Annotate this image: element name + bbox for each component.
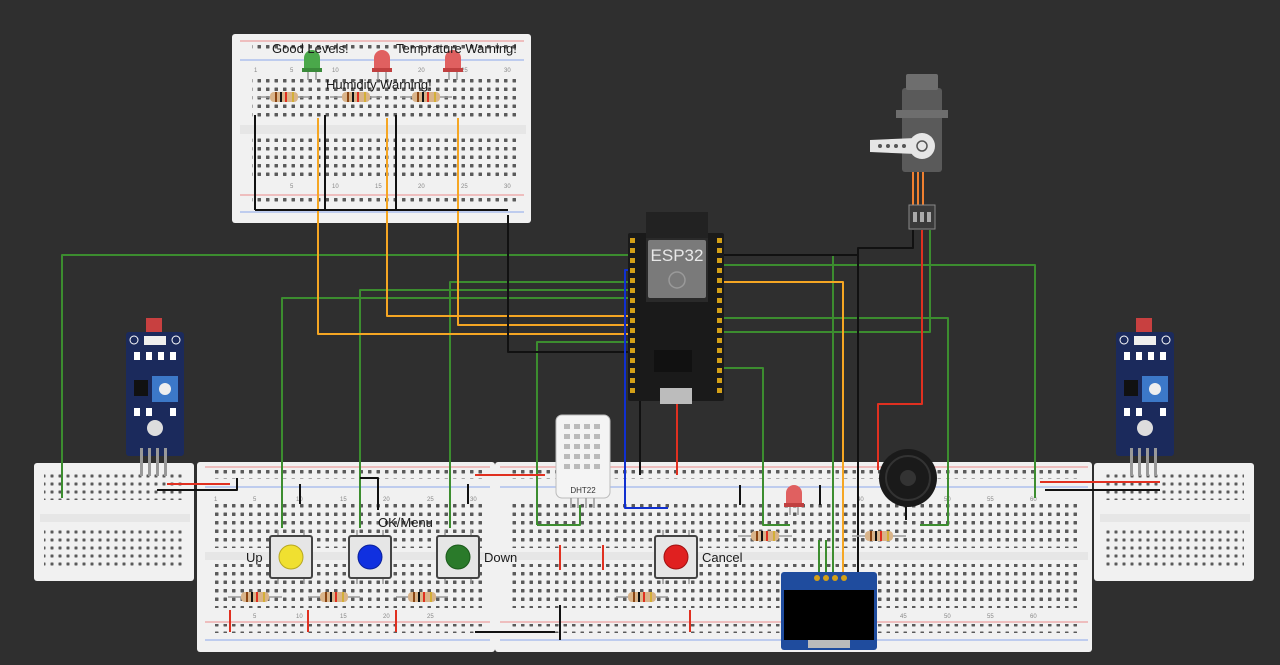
dht22-sensor[interactable]: DHT22 bbox=[555, 414, 611, 508]
oled-display[interactable] bbox=[781, 572, 877, 650]
bb-num: 20 bbox=[383, 497, 390, 503]
bb-num: 15 bbox=[340, 497, 347, 503]
wire-green[interactable] bbox=[537, 505, 581, 526]
button-down[interactable] bbox=[436, 530, 480, 584]
bb-num: 30 bbox=[504, 184, 511, 190]
breadboard-left bbox=[34, 463, 194, 581]
resistor[interactable] bbox=[308, 592, 360, 602]
bb-num: 25 bbox=[461, 68, 468, 74]
resistor[interactable] bbox=[258, 92, 310, 102]
bb-num: 20 bbox=[383, 614, 390, 620]
wire-green[interactable] bbox=[449, 281, 635, 528]
wire-green[interactable] bbox=[718, 264, 1036, 498]
bb-num: 15 bbox=[375, 184, 382, 190]
bb-num: 5 bbox=[253, 497, 257, 503]
resistor[interactable] bbox=[400, 92, 452, 102]
bb-num: 10 bbox=[332, 184, 339, 190]
bb-num: 10 bbox=[332, 68, 339, 74]
wire-green[interactable] bbox=[718, 230, 931, 333]
bb-num: 25 bbox=[427, 497, 434, 503]
wire-orange[interactable] bbox=[386, 118, 635, 317]
wire-green[interactable] bbox=[61, 254, 635, 498]
wire-green[interactable] bbox=[359, 289, 635, 528]
bb-num: 55 bbox=[987, 614, 994, 620]
bb-num: 15 bbox=[340, 614, 347, 620]
resistor[interactable] bbox=[852, 531, 906, 541]
led-red[interactable] bbox=[443, 50, 463, 80]
bb-num: 20 bbox=[418, 68, 425, 74]
esp32-label: ESP32 bbox=[651, 246, 704, 265]
bb-num: 30 bbox=[470, 497, 477, 503]
wire-black[interactable] bbox=[507, 215, 635, 353]
resistor[interactable] bbox=[396, 592, 448, 602]
button-cancel[interactable] bbox=[654, 530, 698, 584]
bb-num: 5 bbox=[253, 614, 257, 620]
ldr-sensor-module-left[interactable] bbox=[126, 318, 184, 476]
bb-num: 55 bbox=[987, 497, 994, 503]
wire-black[interactable] bbox=[360, 477, 379, 510]
wire-orange[interactable] bbox=[718, 281, 844, 578]
bb-num: 10 bbox=[296, 614, 303, 620]
resistor[interactable] bbox=[228, 592, 282, 602]
bb-num: 30 bbox=[504, 68, 511, 74]
buzzer[interactable] bbox=[879, 449, 937, 507]
label-temperature-warning: Temprature Warning! bbox=[396, 41, 517, 56]
wire-green[interactable] bbox=[536, 341, 635, 525]
resistors bbox=[228, 92, 906, 602]
bb-num: 5 bbox=[290, 184, 294, 190]
resistor[interactable] bbox=[330, 92, 382, 102]
wire-green[interactable] bbox=[718, 367, 790, 526]
label-down: Down bbox=[484, 550, 517, 565]
servo-motor[interactable] bbox=[870, 74, 948, 230]
label-good-levels: Good Levels! bbox=[272, 41, 349, 56]
esp32-board[interactable]: ESP32 bbox=[628, 212, 724, 404]
led-red[interactable] bbox=[372, 50, 392, 80]
breadboard-right bbox=[1094, 463, 1254, 581]
wire-green[interactable] bbox=[718, 317, 949, 526]
wire-orange[interactable] bbox=[457, 118, 635, 326]
led-red[interactable] bbox=[784, 485, 804, 515]
ldr-sensor-module-right[interactable] bbox=[1116, 318, 1174, 476]
bb-num: 25 bbox=[427, 614, 434, 620]
resistor[interactable] bbox=[738, 531, 792, 541]
breadboard-numbers: 1 5 10 15 20 25 30 5 10 15 20 25 30 1 5 … bbox=[214, 68, 1037, 620]
dht22-label: DHT22 bbox=[570, 486, 596, 495]
wire-green[interactable] bbox=[281, 297, 635, 528]
bb-num: 60 bbox=[1030, 497, 1037, 503]
resistor[interactable] bbox=[616, 592, 668, 602]
led-green[interactable] bbox=[302, 50, 322, 80]
wire-black[interactable] bbox=[857, 230, 914, 255]
bb-num: 5 bbox=[290, 68, 294, 74]
button-ok-menu[interactable] bbox=[348, 530, 392, 584]
bb-num: 1 bbox=[214, 497, 218, 503]
bb-num: 20 bbox=[418, 184, 425, 190]
bb-num: 50 bbox=[944, 614, 951, 620]
wire-red[interactable] bbox=[877, 230, 923, 470]
wire-orange[interactable] bbox=[317, 118, 635, 335]
bb-num: 60 bbox=[1030, 614, 1037, 620]
bb-num: 40 bbox=[857, 497, 864, 503]
bb-num: 45 bbox=[900, 614, 907, 620]
button-up[interactable] bbox=[269, 530, 313, 584]
label-up: Up bbox=[246, 550, 263, 565]
bb-num: 1 bbox=[254, 68, 258, 74]
wire-black[interactable] bbox=[157, 478, 238, 491]
label-cancel: Cancel bbox=[702, 550, 743, 565]
label-ok-menu: OK/Menu bbox=[378, 515, 433, 530]
label-humidity-warning: Humidity Warning! bbox=[326, 77, 432, 92]
bb-num: 25 bbox=[461, 184, 468, 190]
